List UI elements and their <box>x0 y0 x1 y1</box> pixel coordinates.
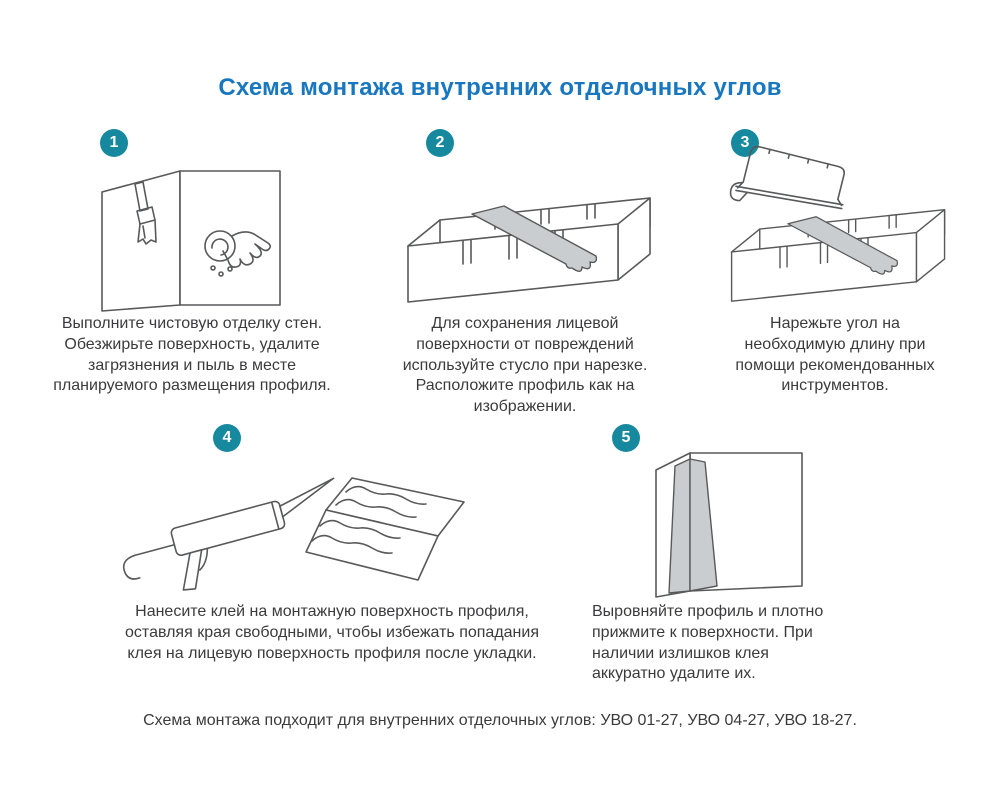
step-5-badge: 5 <box>612 424 640 452</box>
hacksaw-icon <box>729 145 845 210</box>
wall-cleaning-illustration <box>101 170 281 312</box>
step-1-badge: 1 <box>100 129 128 157</box>
wall-corner <box>101 170 281 312</box>
corner-profile <box>305 477 465 581</box>
miter-box <box>730 208 946 302</box>
step-4-badge: 4 <box>213 424 241 452</box>
profile-strip <box>787 216 898 275</box>
step-3-caption: Нарежьте угол на необходимую длину при п… <box>735 315 935 395</box>
step-4-caption: Нанесите клей на монтажную поверхность п… <box>125 603 539 662</box>
step-5-caption: Выровняйте профиль и плотно прижмите к п… <box>592 603 824 683</box>
step-3-badge: 3 <box>731 129 759 157</box>
miter-box <box>407 197 651 303</box>
page-title: Схема монтажа внутренних отделочных угло… <box>218 74 782 101</box>
press-profile-illustration <box>655 452 803 598</box>
compatibility-note: Схема монтажа подходит для внутренних от… <box>143 712 857 729</box>
glue-bead-lines <box>311 485 427 554</box>
miter-box-illustration <box>407 197 651 303</box>
step-2-badge: 2 <box>426 129 454 157</box>
caulking-gun-icon <box>122 477 335 591</box>
profile-face <box>689 458 718 592</box>
glue-application-illustration <box>122 477 465 591</box>
sawing-illustration <box>729 145 946 302</box>
paint-brush-icon <box>134 181 157 245</box>
step-2-caption: Для сохранения лицевой поверхности от по… <box>402 315 648 416</box>
profile-strip <box>471 205 598 272</box>
step-1-caption: Выполните чистовую отделку стен. Обезжир… <box>53 315 331 395</box>
hand-sponge-icon <box>204 230 272 277</box>
